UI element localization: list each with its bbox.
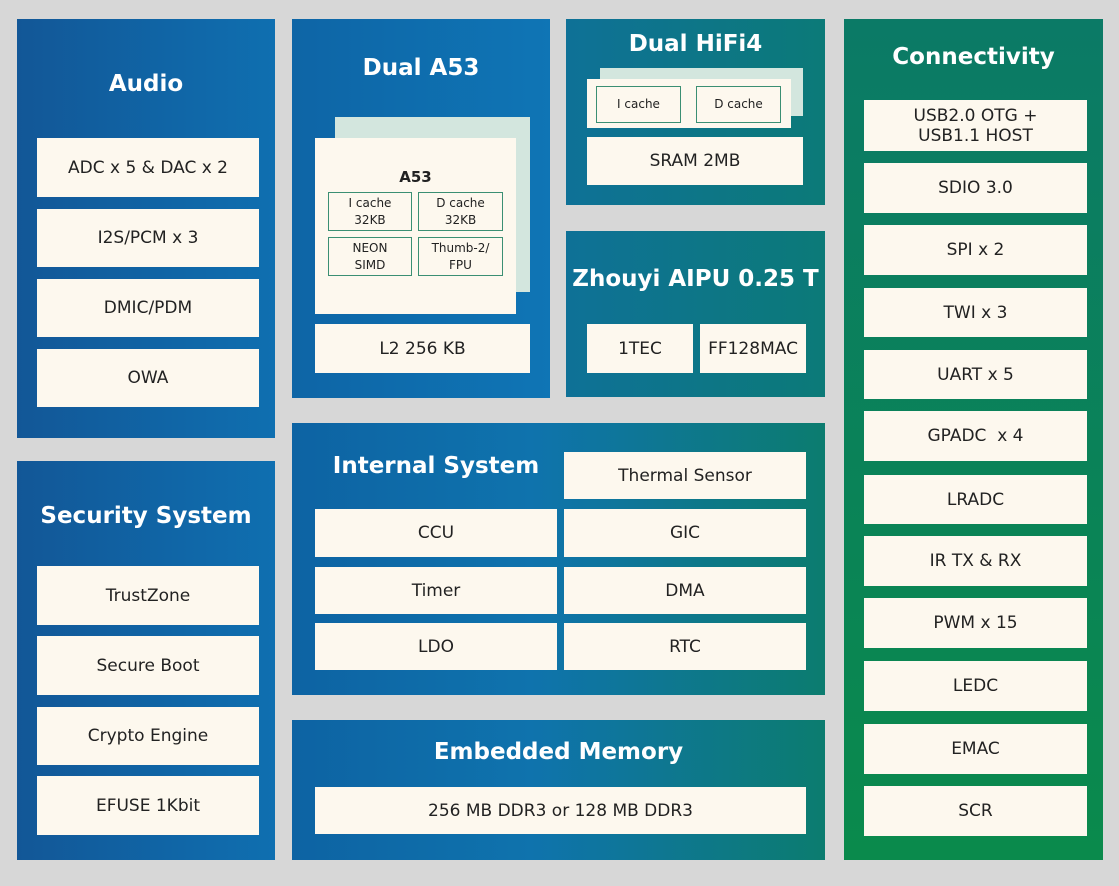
a53-l2-cache: L2 256 KB <box>315 324 530 373</box>
a53-neon-simd: NEON SIMD <box>328 237 412 276</box>
security-item-crypto-engine: Crypto Engine <box>37 707 259 765</box>
conn-item-lradc: LRADC <box>864 475 1087 524</box>
security-title: Security System <box>40 503 252 529</box>
internal-panel: Internal System Thermal Sensor CCU GIC T… <box>292 423 825 695</box>
memory-title: Embedded Memory <box>433 739 684 765</box>
conn-item-ir: IR TX & RX <box>864 536 1087 586</box>
a53-panel: Dual A53 A53 I cache 32KB D cache 32KB N… <box>292 19 550 398</box>
connectivity-panel: Connectivity USB2.0 OTG + USB1.1 HOST SD… <box>844 19 1103 860</box>
conn-item-gpadc: GPADC x 4 <box>864 411 1087 461</box>
conn-item-pwm: PWM x 15 <box>864 598 1087 648</box>
conn-item-usb: USB2.0 OTG + USB1.1 HOST <box>864 100 1087 151</box>
a53-core-label: A53 <box>399 168 432 186</box>
internal-rtc: RTC <box>564 623 806 670</box>
conn-item-scr: SCR <box>864 786 1087 836</box>
conn-item-emac: EMAC <box>864 724 1087 774</box>
audio-item-adc-dac: ADC x 5 & DAC x 2 <box>37 138 259 197</box>
audio-panel: Audio ADC x 5 & DAC x 2 I2S/PCM x 3 DMIC… <box>17 19 275 438</box>
conn-item-spi: SPI x 2 <box>864 225 1087 275</box>
hifi-title: Dual HiFi4 <box>628 31 763 57</box>
a53-thumb-fpu: Thumb-2/ FPU <box>418 237 503 276</box>
internal-dma: DMA <box>564 567 806 614</box>
audio-item-owa: OWA <box>37 349 259 407</box>
a53-title: Dual A53 <box>362 55 480 81</box>
security-item-efuse: EFUSE 1Kbit <box>37 776 259 835</box>
security-item-trustzone: TrustZone <box>37 566 259 625</box>
conn-item-sdio: SDIO 3.0 <box>864 163 1087 213</box>
hifi-icache: I cache <box>596 86 681 123</box>
aipu-tec: 1TEC <box>587 324 693 373</box>
a53-dcache: D cache 32KB <box>418 192 503 231</box>
internal-ldo: LDO <box>315 623 557 670</box>
audio-item-dmic-pdm: DMIC/PDM <box>37 279 259 337</box>
internal-thermal-sensor: Thermal Sensor <box>564 452 806 499</box>
aipu-panel: Zhouyi AIPU 0.25 T 1TEC FF128MAC <box>566 231 825 397</box>
memory-panel: Embedded Memory 256 MB DDR3 or 128 MB DD… <box>292 720 825 860</box>
security-panel: Security System TrustZone Secure Boot Cr… <box>17 461 275 860</box>
hifi-panel: Dual HiFi4 I cache D cache SRAM 2MB <box>566 19 825 205</box>
aipu-title: Zhouyi AIPU 0.25 T <box>572 266 819 292</box>
a53-icache: I cache 32KB <box>328 192 412 231</box>
memory-ddr3: 256 MB DDR3 or 128 MB DDR3 <box>315 787 806 834</box>
conn-item-ledc: LEDC <box>864 661 1087 711</box>
security-item-secure-boot: Secure Boot <box>37 636 259 695</box>
connectivity-title: Connectivity <box>892 44 1055 70</box>
hifi-dcache: D cache <box>696 86 781 123</box>
hifi-sram: SRAM 2MB <box>587 137 803 185</box>
audio-title: Audio <box>108 71 184 97</box>
internal-title: Internal System <box>332 453 540 479</box>
internal-timer: Timer <box>315 567 557 614</box>
conn-item-twi: TWI x 3 <box>864 288 1087 337</box>
conn-item-uart: UART x 5 <box>864 350 1087 399</box>
aipu-mac: FF128MAC <box>700 324 806 373</box>
internal-gic: GIC <box>564 509 806 557</box>
internal-ccu: CCU <box>315 509 557 557</box>
audio-item-i2s-pcm: I2S/PCM x 3 <box>37 209 259 267</box>
